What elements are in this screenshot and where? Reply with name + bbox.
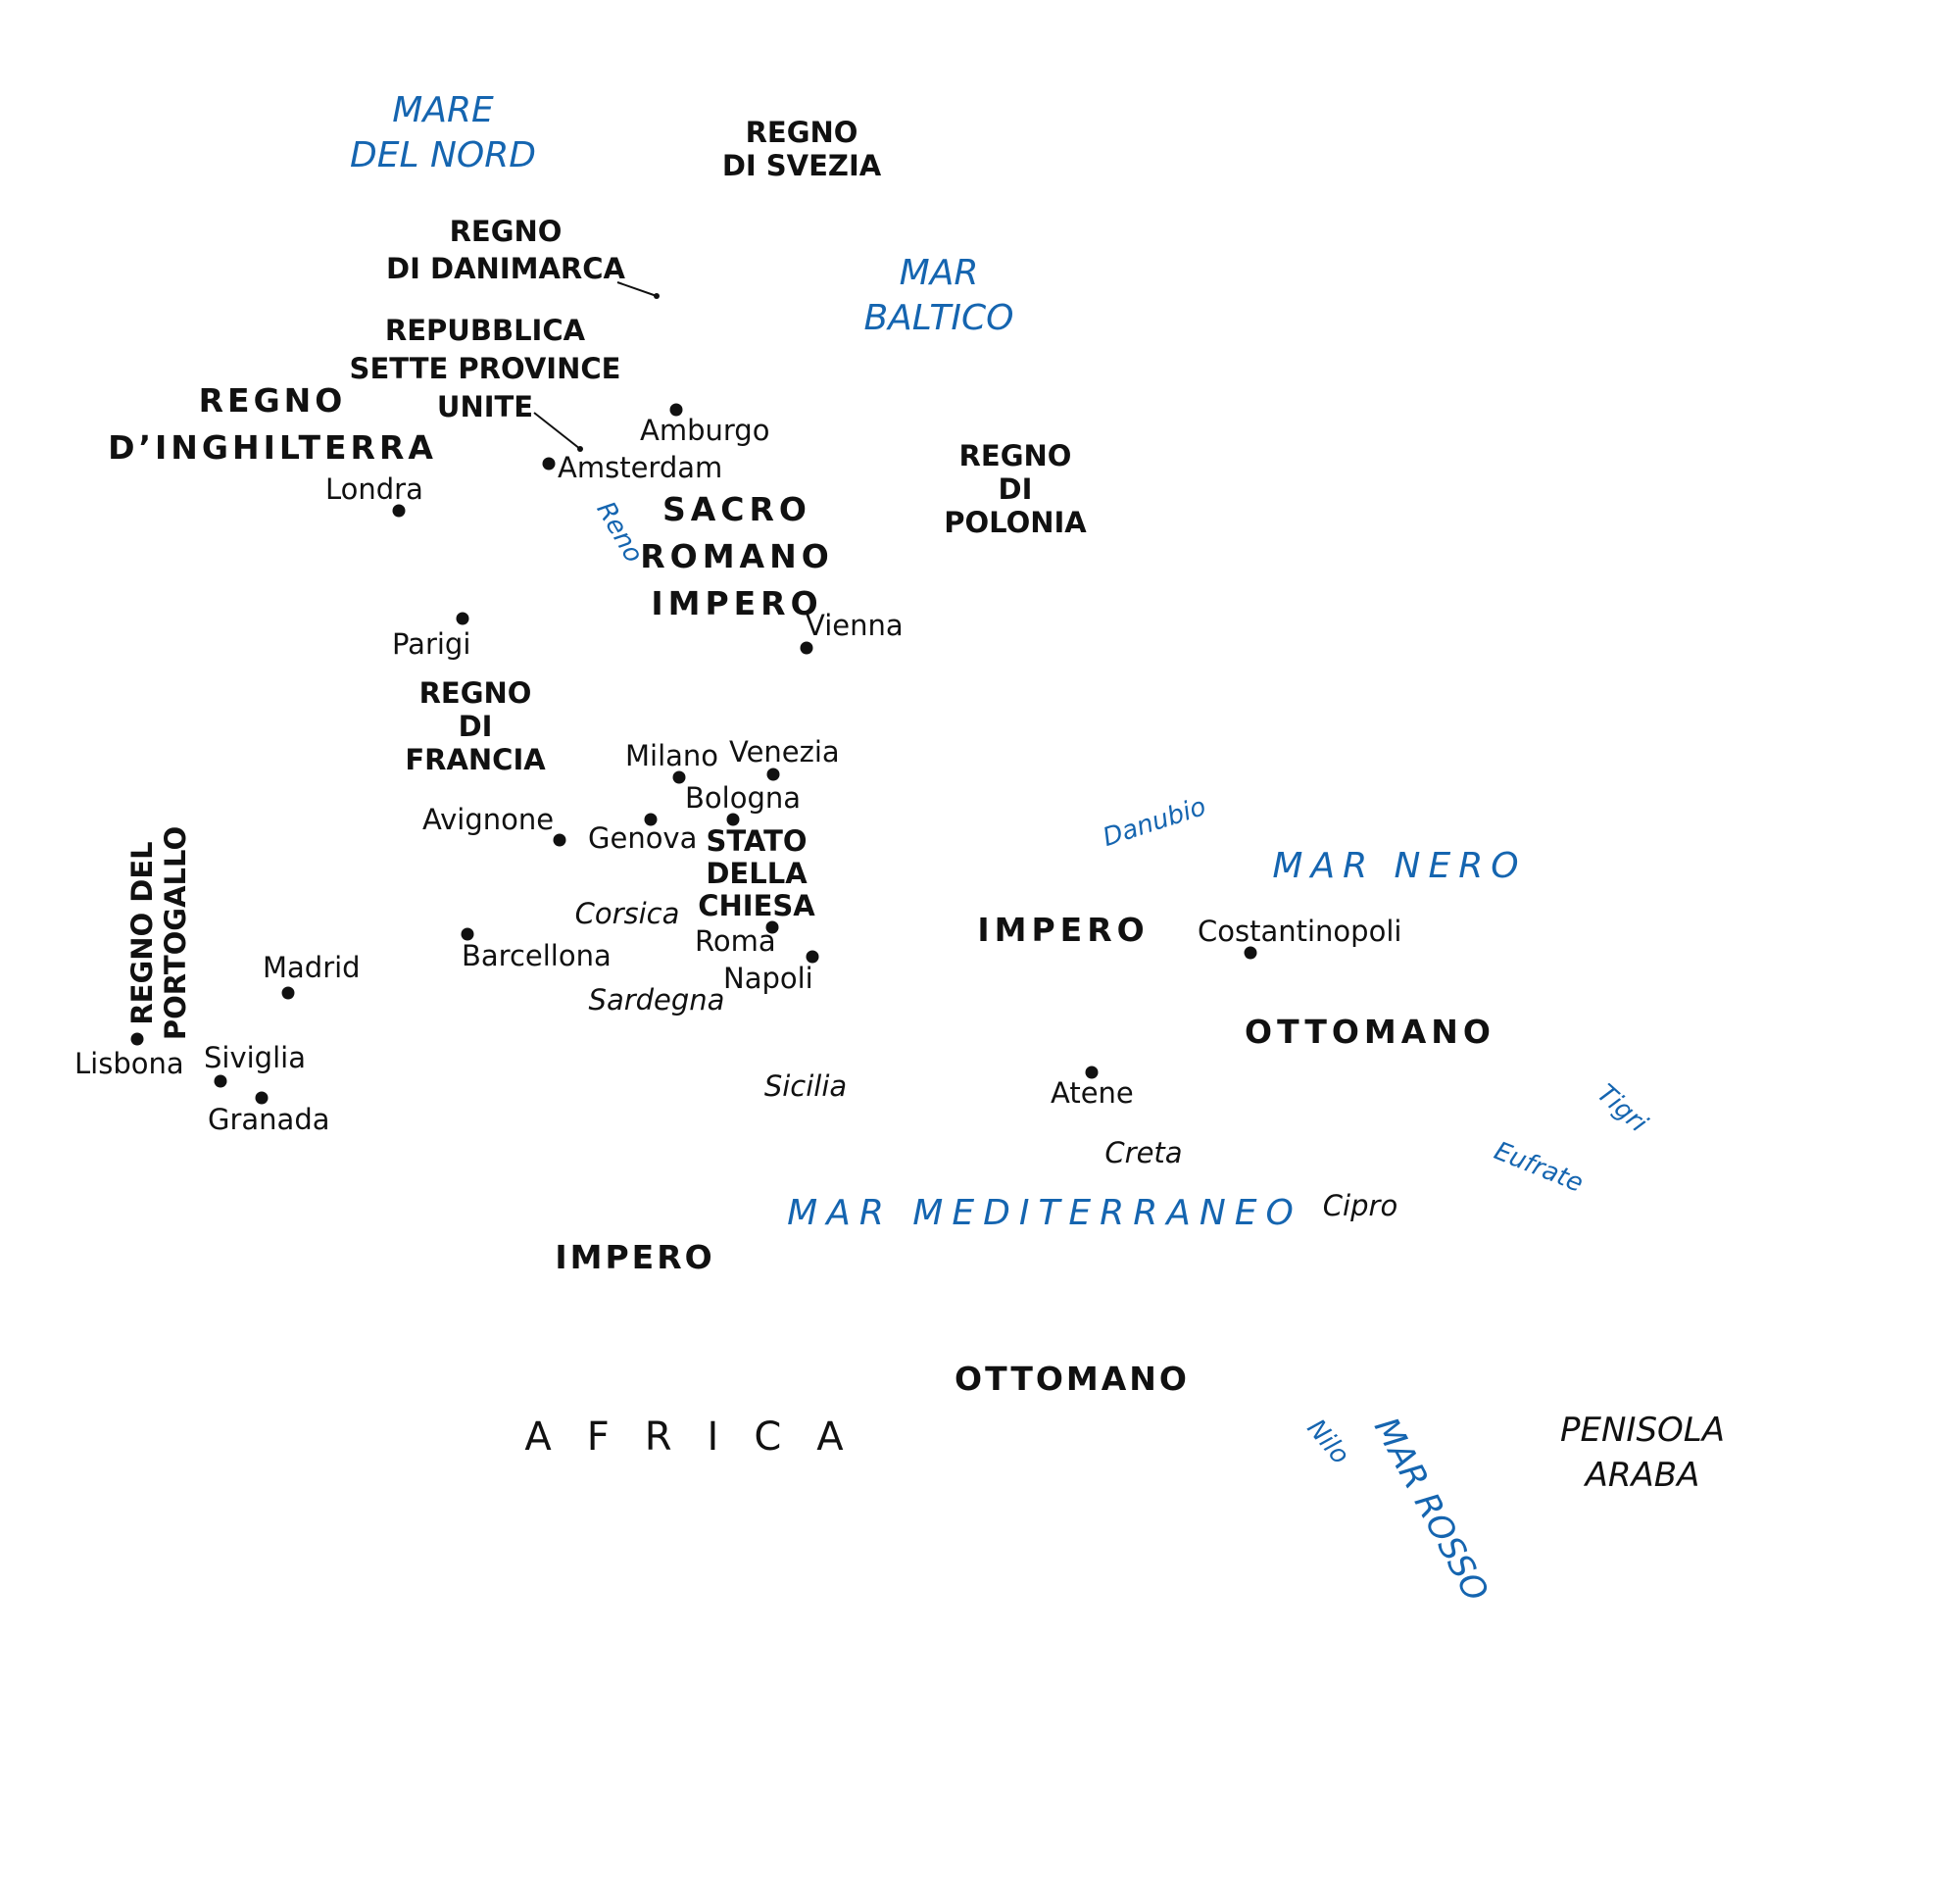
city-dot-barcellona	[461, 927, 474, 941]
city-label-lisbona: Lisbona	[74, 1047, 184, 1080]
city-dot-vienna	[800, 641, 813, 655]
city-dot-costantinopoli	[1244, 946, 1257, 960]
city-label-atene: Atene	[1051, 1076, 1134, 1110]
leader-dot-danimarca	[654, 293, 660, 299]
island-sicilia: Sicilia	[763, 1069, 848, 1103]
city-label-siviglia: Siviglia	[204, 1041, 306, 1074]
city-dot-amburgo	[669, 403, 683, 417]
state-impero-ottomano-east-1: IMPERO	[977, 911, 1150, 949]
sea-mar-mediterraneo: MAR MEDITERRANEO	[787, 1193, 1302, 1233]
city-dot-madrid	[281, 986, 295, 1000]
island-cipro: Cipro	[1322, 1189, 1398, 1222]
island-sardegna: Sardegna	[588, 983, 725, 1017]
city-label-genova: Genova	[588, 821, 698, 855]
sea-mar-baltico: MAR BALTICO	[863, 253, 1014, 338]
city-dot-lisbona	[130, 1032, 144, 1046]
island-corsica: Corsica	[574, 897, 680, 930]
city-label-vienna: Vienna	[806, 609, 904, 642]
city-label-napoli: Napoli	[723, 962, 813, 995]
state-impero-ottomano-south-1: IMPERO	[555, 1238, 715, 1276]
state-stato-della-chiesa: STATO DELLA CHIESA	[698, 824, 815, 922]
leader-line-province-unite	[533, 412, 581, 450]
leader-line-danimarca	[616, 281, 658, 297]
city-dot-napoli	[806, 950, 819, 964]
city-dot-siviglia	[214, 1074, 227, 1088]
state-regno-di-polonia: REGNO DI POLONIA	[944, 439, 1087, 539]
city-dot-atene	[1085, 1066, 1099, 1079]
state-regno-di-francia: REGNO DI FRANCIA	[405, 676, 546, 776]
city-label-londra: Londra	[325, 472, 423, 506]
city-label-milano: Milano	[625, 739, 719, 772]
city-dot-parigi	[456, 612, 469, 625]
city-dot-granada	[255, 1091, 269, 1105]
city-label-parigi: Parigi	[392, 627, 471, 661]
city-label-granada: Granada	[208, 1103, 330, 1136]
state-regno-d-inghilterra: REGNO D’INGHILTERRA	[108, 381, 437, 467]
city-dot-venezia	[766, 768, 780, 781]
city-label-roma: Roma	[695, 924, 776, 958]
state-regno-del-portogallo: REGNO DEL PORTOGALLO	[125, 825, 192, 1041]
state-regno-di-svezia: REGNO DI SVEZIA	[721, 116, 882, 182]
city-label-costantinopoli: Costantinopoli	[1198, 915, 1402, 948]
sea-mare-del-nord: MARE DEL NORD	[350, 90, 536, 175]
city-label-amsterdam: Amsterdam	[558, 451, 723, 484]
city-label-bologna: Bologna	[685, 781, 801, 815]
city-label-amburgo: Amburgo	[640, 414, 770, 447]
city-dot-bologna	[726, 813, 740, 826]
city-label-venezia: Venezia	[729, 735, 840, 769]
state-sacro-romano-impero: SACRO ROMANO IMPERO	[640, 490, 834, 622]
city-dot-londra	[392, 504, 406, 518]
city-dot-amsterdam	[542, 457, 556, 471]
city-dot-genova	[644, 813, 658, 826]
region-penisola-araba: PENISOLA ARABA	[1560, 1411, 1725, 1495]
state-impero-ottomano-south-2: OTTOMANO	[955, 1360, 1190, 1398]
city-label-barcellona: Barcellona	[462, 939, 612, 972]
state-regno-di-danimarca: REGNO DI DANIMARCA	[386, 215, 625, 285]
state-repubblica-sette-province-unite: REPUBBLICA SETTE PROVINCE UNITE	[349, 314, 621, 423]
city-label-avignone: Avignone	[422, 803, 555, 836]
city-dot-milano	[672, 770, 686, 784]
city-label-madrid: Madrid	[263, 951, 361, 984]
island-creta: Creta	[1104, 1136, 1183, 1169]
state-impero-ottomano-east-2: OTTOMANO	[1245, 1013, 1495, 1051]
city-dot-avignone	[553, 833, 566, 847]
leader-dot-province-unite	[577, 446, 583, 452]
continent-africa: AFRICA	[524, 1414, 879, 1460]
city-dot-roma	[765, 920, 779, 934]
sea-mar-nero: MAR NERO	[1272, 846, 1527, 886]
